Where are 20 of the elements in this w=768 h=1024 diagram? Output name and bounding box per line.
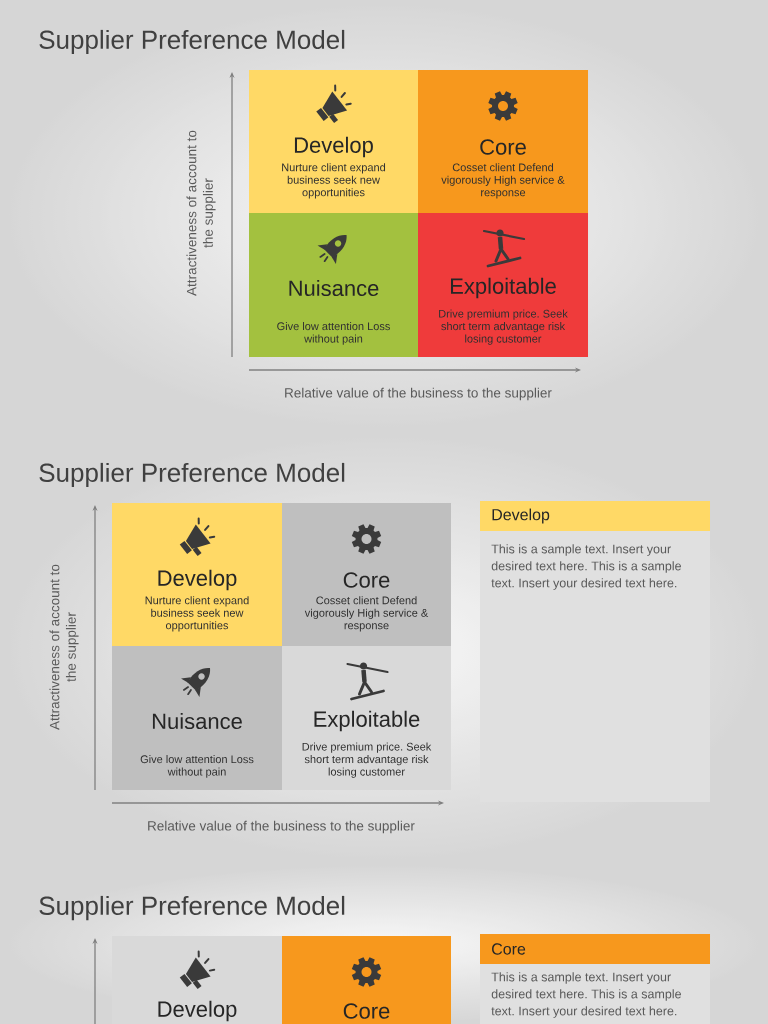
slide-title: Supplier Preference Model [39, 29, 345, 55]
text-panel: Core This is a sample text. Insert your desired text here. This is a sample text. Insert your desired text here. [480, 934, 710, 1024]
axis-label: Attractiveness of account to the supplier [186, 130, 216, 296]
matrix-cell: Core Cosset client Defend vigorously High service & response [282, 503, 451, 646]
matrix-cell: Develop Nurture client expand business seek new opportunities [112, 503, 282, 646]
slide-title: Supplier Preference Model [39, 462, 345, 488]
text-panel: Develop This is a sample text. Insert your desired text here. This is a sample text. Insert your desired text here. [480, 501, 710, 802]
slide-title: Supplier Preference Model [39, 895, 345, 921]
matrix-cell: Exploitable Drive premium price. Seek short term advantage risk losing customer [282, 646, 451, 790]
matrix-cell: Exploitable Drive premium price. Seek short term advantage risk losing customer [418, 213, 588, 357]
matrix-cell: Core Cosset client Defend vigorously High service & response [418, 70, 588, 213]
axis-label: Relative value of the business to the supplier [285, 387, 552, 401]
matrix-cell: Nuisance Give low attention Loss without pain [249, 213, 418, 357]
axis-label: Relative value of the business to the supplier [148, 820, 415, 834]
matrix-cell: Nuisance Give low attention Loss without pain [112, 646, 282, 790]
node-label: Develop [158, 1000, 237, 1022]
matrix-cell: Core [282, 936, 451, 1024]
matrix-cell: Develop [112, 936, 282, 1024]
matrix-cell: Develop Nurture client expand business seek new opportunities [249, 70, 418, 213]
axis-label: Attractiveness of account to the supplier [49, 564, 79, 730]
